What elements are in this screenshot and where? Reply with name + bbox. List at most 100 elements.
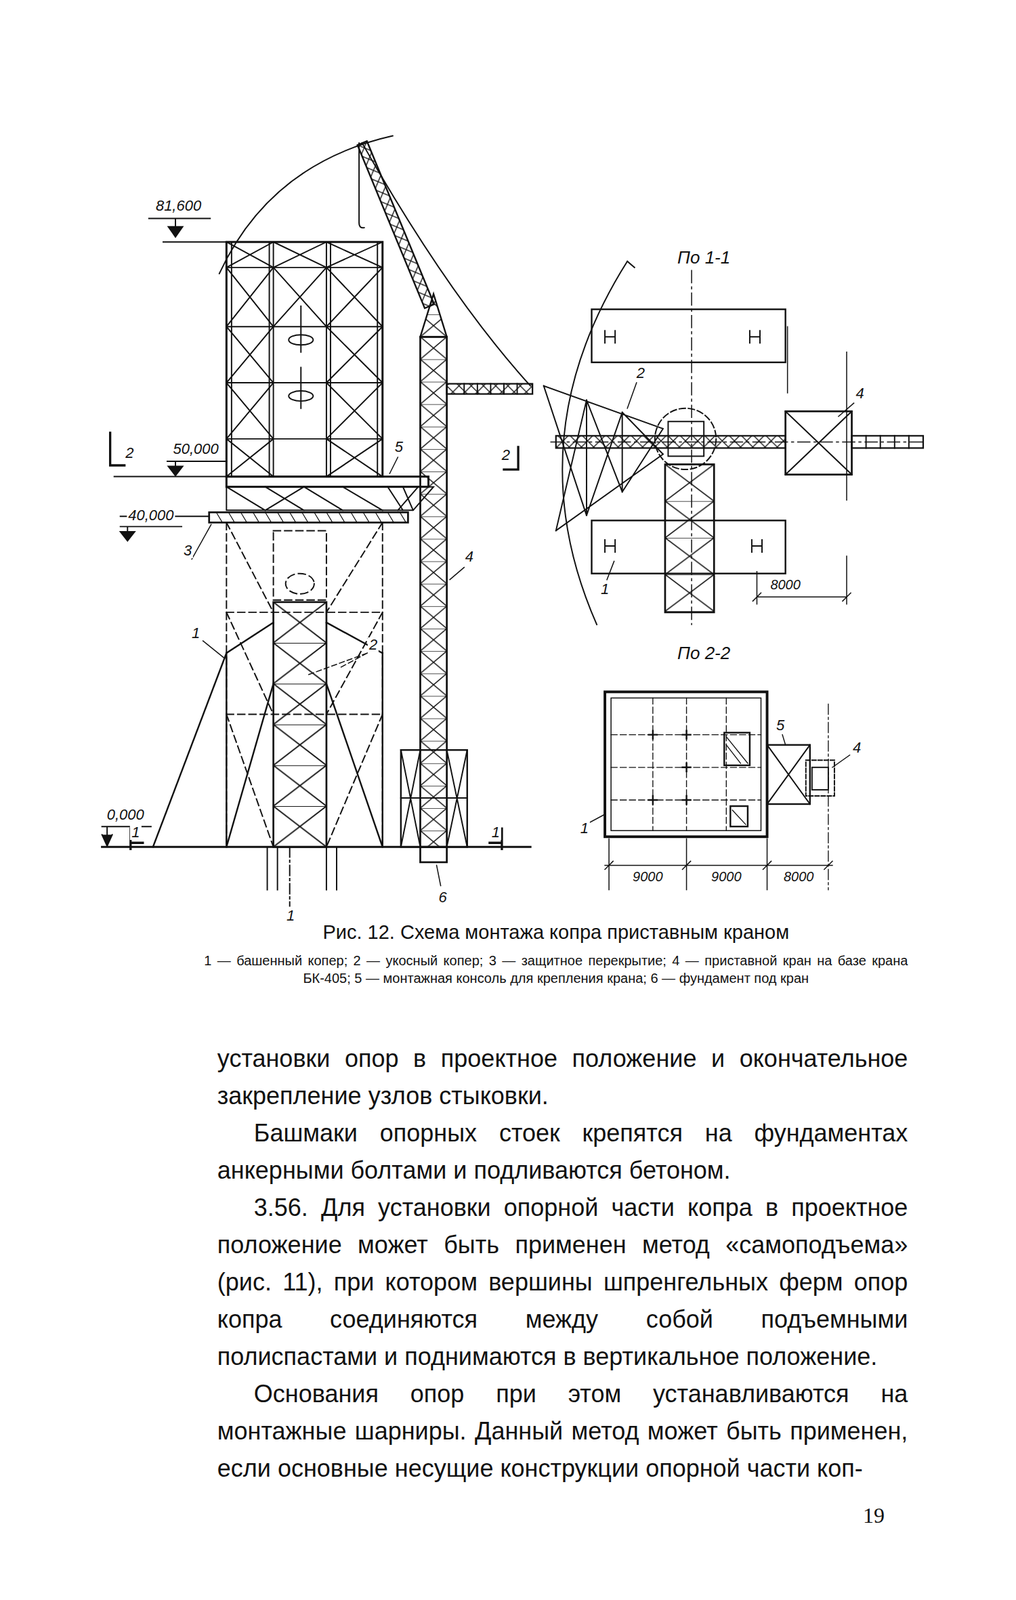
figure-key: 1 — башенный копер; 2 — укосный копер; 3… (203, 951, 908, 987)
attached-crane (419, 846, 447, 863)
plan-1-1 (866, 435, 909, 448)
tower-upper-frame (226, 267, 383, 439)
plan-2-2 (610, 697, 761, 831)
plan-1-1 (627, 382, 637, 409)
inclined-headframe (153, 602, 383, 847)
body-paragraph: 3.56. Для установки опорной части копра … (217, 1188, 909, 1375)
plan-2-2 (806, 759, 835, 796)
page-number: 19 (853, 1503, 895, 1528)
attached-crane (357, 140, 435, 309)
callout-number: 4 (854, 386, 865, 401)
elevation-marks (167, 226, 183, 238)
callout-number: 5 (393, 439, 405, 455)
callout-number: 5 (774, 717, 786, 733)
section-mark: 2 (500, 447, 512, 463)
dimension: 8000 (768, 577, 802, 592)
tower-headframe-dashed (226, 522, 383, 847)
plan-2-2 (610, 697, 761, 831)
elevation-mark: 0,000 (105, 807, 146, 823)
plan-2-2 (812, 767, 829, 790)
view-title: По 1-1 (675, 248, 732, 267)
callout-leaders (389, 457, 398, 474)
plan-1-1 (838, 403, 855, 417)
plan-1-1 (550, 270, 924, 625)
section-marks (110, 432, 519, 849)
callout-number: 2 (635, 365, 647, 381)
inclined-headframe (273, 602, 327, 847)
callout-number: 1 (190, 625, 202, 641)
plan-2-2 (648, 730, 691, 804)
callout-number: 6 (436, 890, 448, 905)
plan-1-1 (556, 435, 786, 448)
tower-headframe-dashed (226, 522, 383, 847)
inclined-headframe (153, 652, 227, 847)
plan-2-2 (827, 703, 829, 890)
plan-2-2 (767, 745, 811, 804)
mounting-platform (226, 487, 383, 511)
plan-2-2 (589, 814, 605, 823)
callout-number: 4 (851, 740, 863, 756)
plan-2-2 (832, 755, 851, 768)
callout-number: 1 (579, 820, 590, 836)
dimension: 9000 (709, 869, 744, 884)
elevation-marks (102, 826, 152, 846)
plan-1-1 (606, 561, 615, 580)
elevation-marks (167, 466, 183, 477)
tower-headframe-dashed (285, 573, 315, 595)
ground-and-foundation (267, 846, 337, 890)
plan-1-1 (543, 386, 664, 532)
plan-2-2 (589, 691, 850, 890)
plan-2-2 (604, 691, 767, 837)
callout-leaders (203, 640, 225, 659)
attached-crane (419, 336, 447, 847)
callout-number: 2 (367, 637, 379, 653)
callout-number: 3 (182, 543, 194, 559)
callout-number: 4 (463, 549, 475, 565)
protective-cover (216, 512, 406, 523)
protective-cover (209, 512, 409, 523)
callout-number: 1 (599, 581, 611, 597)
plan-1-1 (785, 411, 853, 475)
inclined-headframe (226, 622, 383, 847)
plan-1-1 (787, 326, 847, 500)
plan-2-2 (732, 810, 746, 825)
body-paragraph: Башмаки опорных стоек крепятся на фундам… (217, 1114, 909, 1189)
tower-upper-frame (300, 306, 302, 409)
view-title: По 2-2 (675, 644, 732, 662)
plan-1-1 (752, 556, 851, 605)
attached-crane (357, 140, 435, 309)
attached-crane (463, 384, 517, 395)
plan-2-2 (767, 745, 811, 804)
attached-crane (362, 142, 531, 386)
mounting-platform (226, 476, 434, 511)
section-mark: 1 (490, 824, 502, 840)
callout-leaders (449, 567, 464, 580)
plan-2-2 (730, 806, 748, 827)
plan-2-2 (604, 860, 833, 870)
plan-1-1 (665, 464, 714, 613)
axis-mark: 1 (285, 908, 296, 924)
plan-1-1 (667, 421, 704, 456)
plan-1-1 (543, 261, 924, 625)
plan-1-1 (785, 411, 853, 475)
elevation-marks (102, 834, 113, 846)
figure-caption: Рис. 12. Схема монтажа копра приставным … (203, 919, 908, 945)
body-paragraph: Основания опор при этом устанавливаются … (217, 1374, 909, 1487)
plan-1-1 (627, 261, 635, 268)
elevation-mark: 81,600 (154, 198, 203, 214)
plan-2-2 (782, 734, 786, 746)
dimension: 8000 (782, 869, 816, 884)
tower-upper-frame (288, 390, 313, 401)
elevation-marks (149, 218, 227, 243)
mounting-platform (226, 476, 429, 488)
callout-leaders (306, 652, 368, 676)
callout-leaders (191, 457, 464, 886)
section-mark: 1 (130, 824, 141, 840)
plan-1-1 (852, 435, 924, 448)
ground-and-foundation (289, 846, 291, 906)
elevation-marks (114, 461, 227, 477)
plan-1-1 (654, 408, 716, 470)
plan-2-2 (726, 736, 748, 764)
callout-leaders (191, 524, 212, 559)
